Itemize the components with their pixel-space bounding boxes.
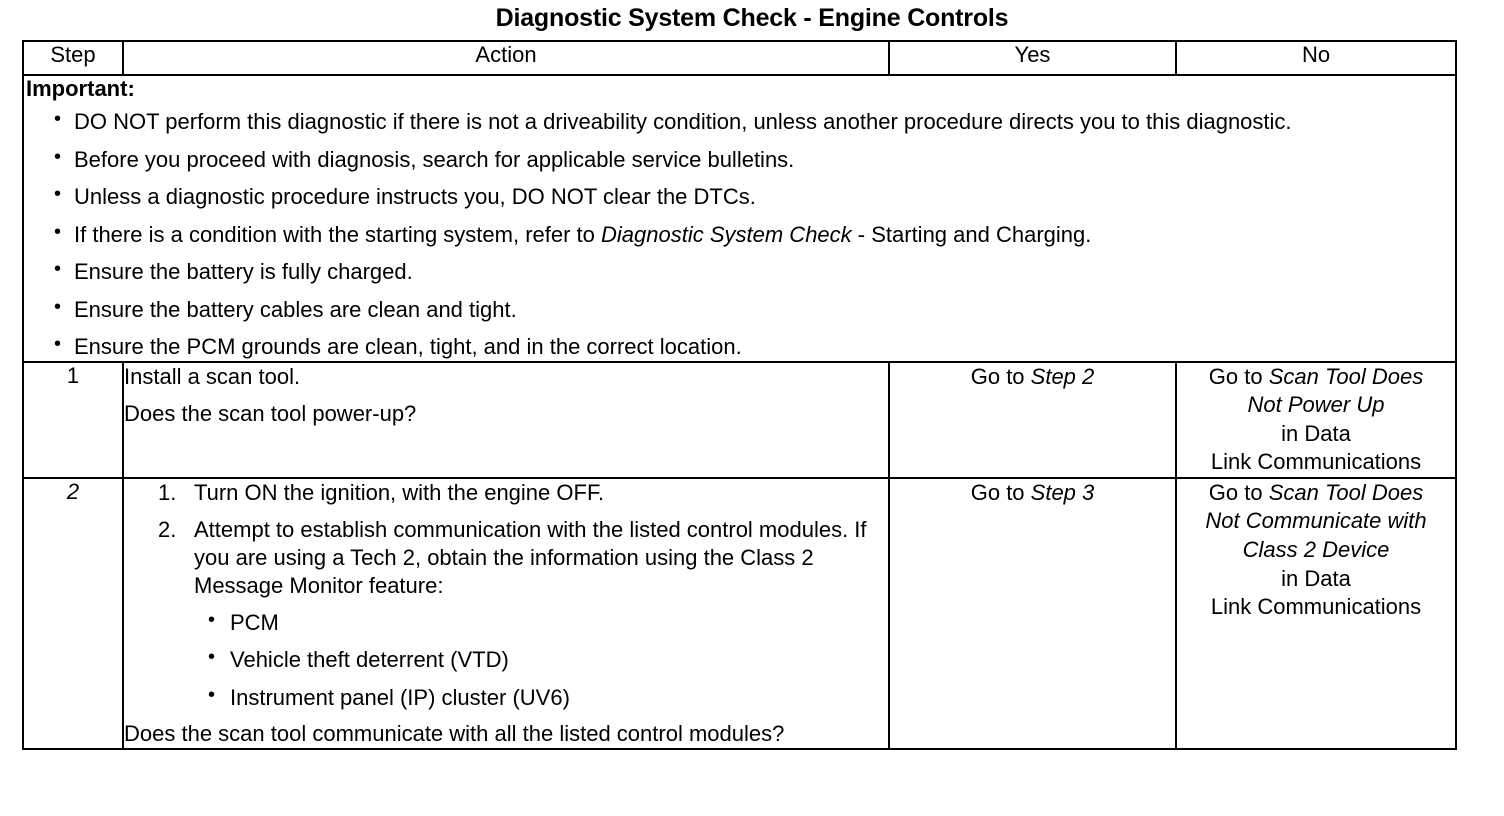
- step-2-no-cell: Go to Scan Tool Does Not Communicate wit…: [1175, 476, 1457, 751]
- step-1-yes-cell: Go to Step 2: [888, 360, 1177, 479]
- column-header-action: Action: [122, 40, 890, 76]
- goto-target: Scan Tool Does: [1268, 363, 1424, 389]
- goto-line-4: Link Communications: [1210, 449, 1422, 475]
- goto-line-1: Go to Scan Tool Does: [1177, 479, 1455, 508]
- list-item: Attempt to establish communication with …: [124, 516, 888, 711]
- goto-line-2: Not Communicate with: [1205, 508, 1427, 534]
- step-number-value: 2: [66, 478, 80, 504]
- important-notes-row: Important: DO NOT perform this diagnosti…: [22, 74, 1457, 363]
- list-item: Ensure the battery is fully charged.: [24, 257, 1455, 286]
- list-item: Turn ON the ignition, with the engine OF…: [158, 479, 605, 507]
- goto-target: Step 2: [1030, 363, 1095, 389]
- control-module-list: PCM Vehicle theft deterrent (VTD) Instru…: [194, 608, 888, 712]
- table-row: 1 Install a scan tool. Does the scan too…: [22, 360, 1457, 479]
- list-item: If there is a condition with the startin…: [24, 220, 1455, 249]
- important-bullet-list: DO NOT perform this diagnostic if there …: [24, 107, 1455, 361]
- table-row: 2 Turn ON the ignition, with the engine …: [22, 476, 1457, 751]
- bullet-lead-text: If there is a condition with the startin…: [74, 221, 602, 247]
- goto-lead: Go to: [1208, 363, 1269, 389]
- list-item: Instrument panel (IP) cluster (UV6): [194, 683, 888, 712]
- table-header-row: Step Action Yes No: [22, 40, 1457, 76]
- diagnostic-procedure-table: Step Action Yes No Important: DO NOT per…: [22, 40, 1457, 751]
- action-numbered-list: Turn ON the ignition, with the engine OF…: [124, 479, 888, 711]
- goto-line-2: Not Power Up: [1247, 392, 1385, 418]
- goto-line-3: Class 2 Device: [1242, 537, 1390, 563]
- action-line: Install a scan tool.: [124, 363, 301, 389]
- goto-target: Step 3: [1030, 479, 1095, 505]
- bullet-tail-text: - Starting and Charging.: [851, 221, 1092, 247]
- list-item: Before you proceed with diagnosis, searc…: [24, 145, 1455, 174]
- goto-line-3: in Data: [1281, 420, 1351, 446]
- list-item: Ensure the battery cables are clean and …: [24, 295, 1455, 324]
- goto-line-1: Go to Scan Tool Does: [1177, 363, 1455, 392]
- step-number-2: 2: [22, 476, 124, 751]
- list-item-text: Attempt to establish communication with …: [194, 516, 867, 598]
- column-header-step: Step: [22, 40, 124, 76]
- goto-lead: Go to: [970, 479, 1031, 505]
- goto-target: Scan Tool Does: [1268, 479, 1424, 505]
- list-item: Ensure the PCM grounds are clean, tight,…: [24, 332, 1455, 361]
- step-2-yes-cell: Go to Step 3: [888, 476, 1177, 751]
- goto-line-5: Link Communications: [1210, 594, 1422, 620]
- goto-line-4: in Data: [1281, 565, 1351, 591]
- step-2-action-cell: Turn ON the ignition, with the engine OF…: [122, 476, 890, 751]
- important-heading: Important:: [26, 76, 135, 101]
- goto-reference: Go to Step 2: [890, 363, 1175, 392]
- goto-reference: Go to Scan Tool Does Not Power Up in Dat…: [1177, 363, 1455, 477]
- action-question: Does the scan tool communicate with all …: [124, 721, 785, 747]
- step-1-no-cell: Go to Scan Tool Does Not Power Up in Dat…: [1175, 360, 1457, 479]
- page-title: Diagnostic System Check - Engine Control…: [495, 4, 1009, 32]
- list-item: PCM: [194, 608, 888, 637]
- step-number-1: 1: [22, 360, 124, 479]
- goto-reference: Go to Step 3: [890, 479, 1175, 508]
- important-notes-cell: Important: DO NOT perform this diagnosti…: [22, 74, 1457, 363]
- action-question: Does the scan tool power-up?: [124, 401, 417, 427]
- list-item: Vehicle theft deterrent (VTD): [194, 645, 888, 674]
- column-header-yes: Yes: [888, 40, 1177, 76]
- list-item: DO NOT perform this diagnostic if there …: [24, 107, 1455, 136]
- document-reference: Diagnostic System Check: [601, 221, 852, 247]
- column-header-no: No: [1175, 40, 1457, 76]
- goto-lead: Go to: [970, 363, 1031, 389]
- step-1-action-cell: Install a scan tool. Does the scan tool …: [122, 360, 890, 479]
- list-item: Unless a diagnostic procedure instructs …: [24, 182, 1455, 211]
- goto-reference: Go to Scan Tool Does Not Communicate wit…: [1177, 479, 1455, 622]
- goto-lead: Go to: [1208, 479, 1269, 505]
